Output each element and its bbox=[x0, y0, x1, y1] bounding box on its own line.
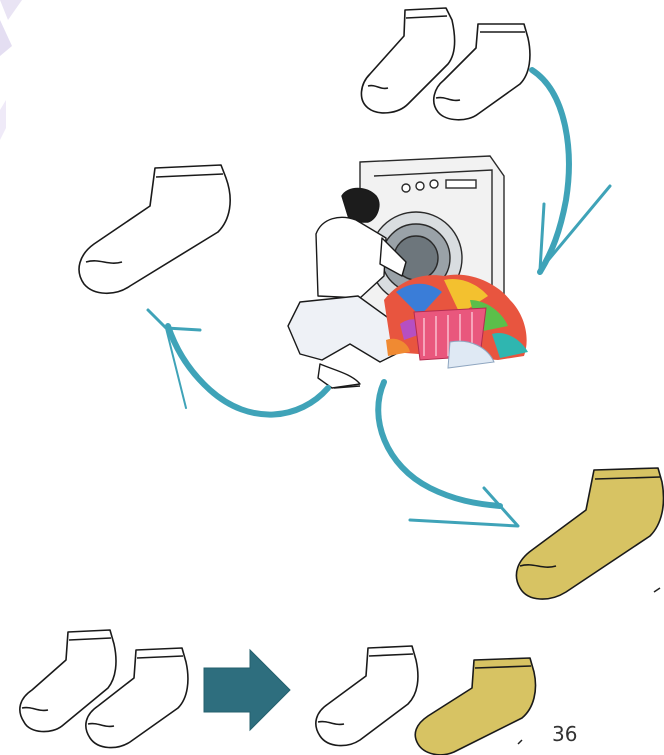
sock-icon bbox=[361, 8, 454, 113]
laundry-pile-icon bbox=[384, 275, 528, 368]
corner-tab-shape bbox=[0, 0, 30, 150]
sock-icon bbox=[79, 165, 230, 293]
sock-icon bbox=[316, 646, 418, 746]
sock-icon bbox=[20, 630, 116, 732]
curved-arrow-icon bbox=[378, 382, 500, 506]
right-arrow-icon bbox=[204, 650, 290, 730]
sock-icon bbox=[415, 658, 535, 755]
sock-icon bbox=[86, 648, 188, 748]
sock-icon bbox=[516, 468, 663, 599]
curved-arrow-icon bbox=[532, 70, 569, 272]
curved-arrow-icon bbox=[168, 326, 328, 415]
woman-figure bbox=[288, 189, 406, 389]
sock-icon bbox=[434, 24, 530, 120]
washing-machine-icon bbox=[360, 156, 504, 346]
page-number: 36 bbox=[552, 722, 577, 746]
